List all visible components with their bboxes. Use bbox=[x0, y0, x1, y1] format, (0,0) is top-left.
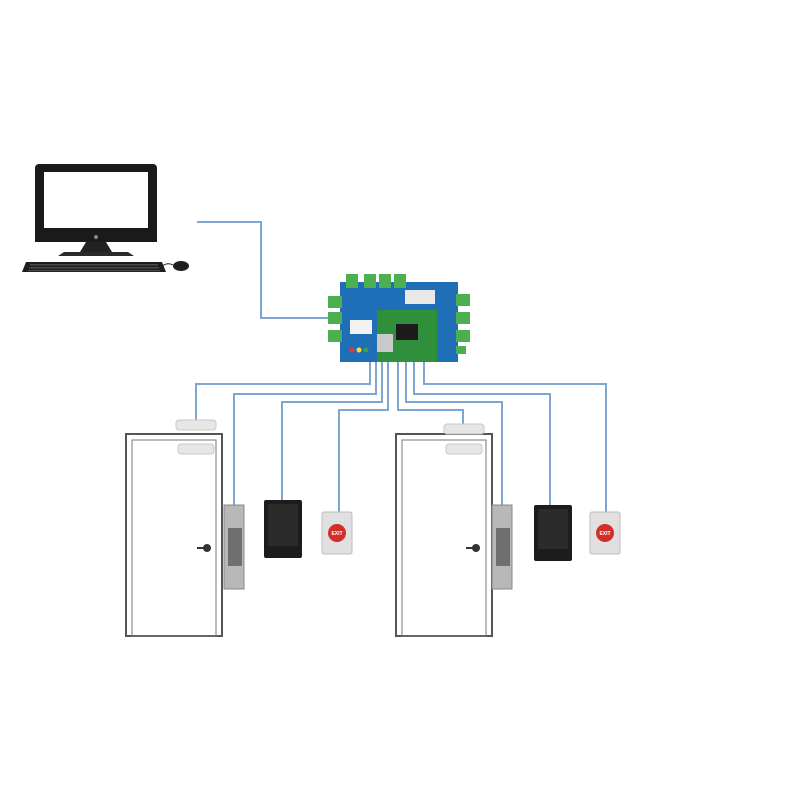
strike-lock-mechanism bbox=[228, 528, 242, 566]
door-panel bbox=[132, 440, 216, 636]
pc-to-controller-wire bbox=[197, 222, 328, 318]
monitor-base bbox=[58, 252, 134, 256]
door1-reader-wire bbox=[282, 362, 382, 500]
exit-button: EXIT bbox=[322, 512, 352, 554]
door-frame bbox=[396, 434, 492, 636]
monitor-stand bbox=[80, 242, 112, 252]
door-sensor-upper bbox=[176, 420, 216, 430]
exit-button-label: EXIT bbox=[331, 531, 342, 537]
door-2: EXIT bbox=[396, 424, 620, 636]
board-leds bbox=[350, 348, 369, 353]
door-1: EXIT bbox=[126, 420, 352, 636]
keyboard-keys bbox=[28, 264, 160, 271]
door-panel bbox=[402, 440, 486, 636]
controller-board bbox=[328, 274, 470, 362]
board-chip bbox=[396, 324, 418, 340]
door-sensor-upper bbox=[444, 424, 484, 434]
door-sensor-lower bbox=[178, 444, 214, 454]
exit-button: EXIT bbox=[590, 512, 620, 554]
card-reader-face bbox=[268, 504, 298, 546]
monitor-screen bbox=[44, 172, 148, 228]
door-knob-stem bbox=[197, 547, 205, 549]
computer bbox=[22, 164, 189, 272]
strike-lock-mechanism bbox=[496, 528, 510, 566]
board-relay bbox=[350, 320, 372, 334]
door-frame bbox=[126, 434, 222, 636]
mouse bbox=[173, 261, 189, 271]
card-reader-face bbox=[538, 509, 568, 549]
door2-exit-wire bbox=[424, 362, 606, 512]
board-right-terminals bbox=[456, 294, 470, 354]
door-knob-stem bbox=[466, 547, 474, 549]
monitor-logo-icon bbox=[94, 235, 98, 239]
mouse-cable bbox=[162, 264, 173, 266]
board-module bbox=[405, 290, 435, 304]
board-top-terminals bbox=[346, 274, 406, 288]
exit-button-label: EXIT bbox=[599, 531, 610, 537]
board-left-terminals bbox=[328, 296, 342, 342]
door-sensor-lower bbox=[446, 444, 482, 454]
board-ethernet-port bbox=[377, 334, 393, 352]
wiring bbox=[196, 222, 606, 512]
